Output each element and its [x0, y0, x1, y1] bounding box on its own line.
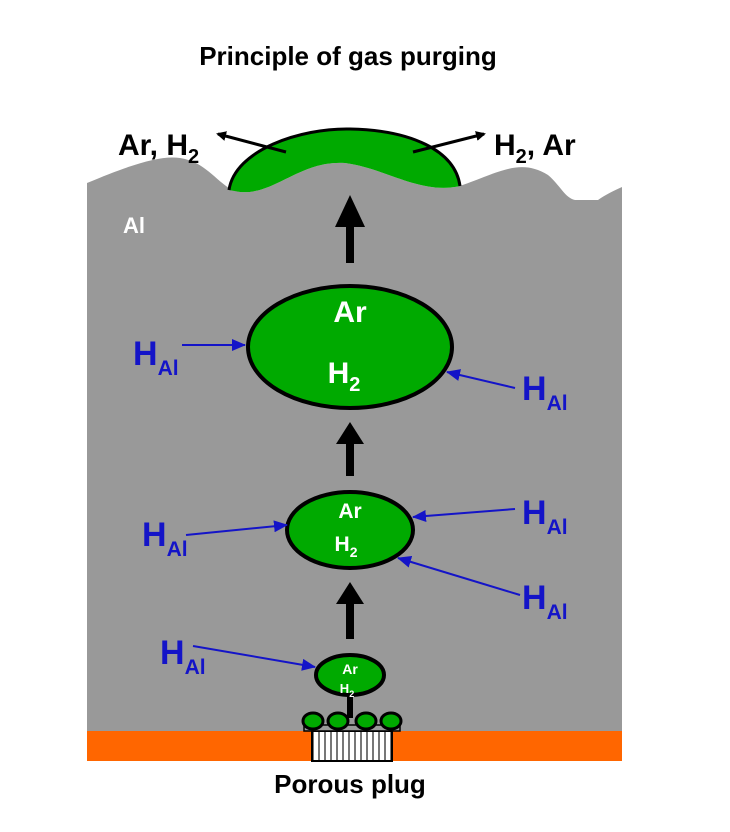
bubble-large: Ar H2: [246, 284, 454, 410]
hydrogen-label: HAl: [522, 579, 568, 624]
escape-label-left: Ar, H2: [118, 129, 199, 168]
svg-text:H2: H2: [335, 533, 358, 560]
surface-bubble-outline: [227, 127, 462, 191]
escape-label-right: H2, Ar: [494, 129, 576, 168]
rise-arrow: [336, 582, 364, 639]
plug-caption: Porous plug: [274, 769, 426, 799]
surface-bubble: [229, 128, 460, 193]
svg-text:Ar: Ar: [338, 500, 361, 523]
hydrogen-arrow: [185, 520, 288, 536]
rise-arrow: [336, 422, 364, 476]
svg-text:Ar: Ar: [342, 661, 358, 677]
nascent-bubbles: [301, 711, 403, 731]
diagram-title: Principle of gas purging: [199, 41, 497, 71]
hydrogen-arrow: [192, 645, 316, 671]
melt-label: Al: [123, 213, 145, 238]
svg-text:Ar: Ar: [333, 296, 367, 329]
hydrogen-label: HAl: [522, 370, 568, 415]
svg-text:H2: H2: [340, 681, 354, 699]
hydrogen-arrow: [446, 369, 516, 389]
aluminium-melt: [87, 157, 622, 731]
hydrogen-arrow: [412, 508, 516, 522]
escape-arrow-left: [216, 131, 287, 154]
hydrogen-label: HAl: [160, 634, 206, 679]
hydrogen-arrow: [397, 556, 521, 596]
svg-text:H2: H2: [328, 357, 361, 396]
porous-plug: [311, 730, 393, 762]
hydrogen-label: HAl: [142, 516, 188, 561]
bubble-medium: Ar H2: [285, 490, 415, 570]
hydrogen-label: HAl: [133, 335, 179, 380]
hydrogen-label: HAl: [522, 494, 568, 539]
porous-plug-cap: [303, 724, 401, 732]
rise-arrow: [335, 195, 365, 263]
bubble-small: Ar H2: [314, 653, 386, 699]
escape-arrow-right: [412, 131, 486, 154]
